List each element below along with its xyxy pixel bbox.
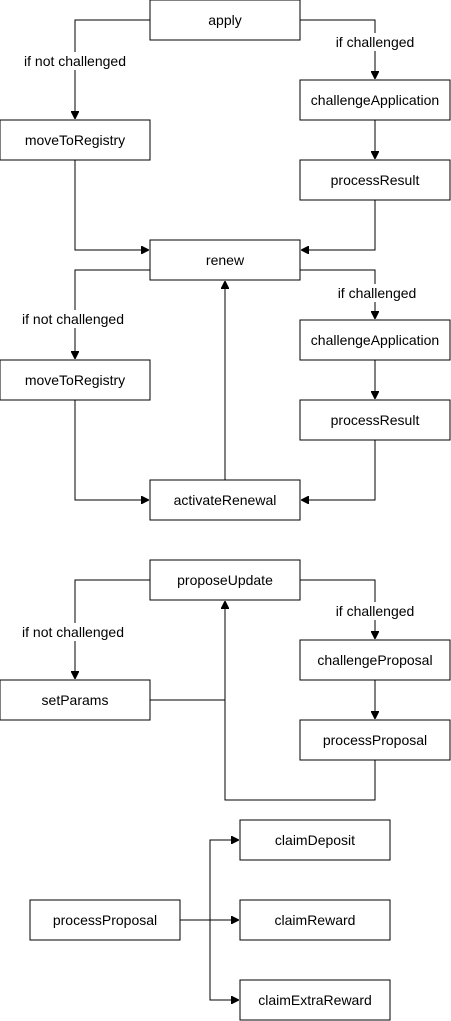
edge-apply-to-move-to-registry bbox=[75, 19, 150, 118]
node-label: processResult bbox=[331, 172, 420, 188]
node-challenge-application-2: challengeApplication bbox=[299, 319, 451, 361]
node-label: processResult bbox=[331, 412, 420, 428]
node-process-proposal-2: processProposal bbox=[29, 899, 181, 941]
node-claim-deposit: claimDeposit bbox=[239, 819, 391, 861]
node-label: proposeUpdate bbox=[177, 572, 273, 588]
node-label: processProposal bbox=[53, 912, 157, 928]
node-label: processProposal bbox=[323, 732, 427, 748]
node-label: claimDeposit bbox=[275, 832, 355, 848]
node-label: challengeApplication bbox=[311, 92, 439, 108]
node-label: moveToRegistry bbox=[25, 372, 125, 388]
node-challenge-application: challengeApplication bbox=[299, 79, 451, 121]
edge-process-proposal-to-claim-deposit bbox=[180, 840, 238, 921]
edge-move-to-registry-to-renew bbox=[74, 160, 148, 250]
node-propose-update: proposeUpdate bbox=[149, 559, 301, 601]
edge-label-group: if not challenged if challenged if not c… bbox=[16, 33, 422, 641]
node-label: challengeProposal bbox=[317, 652, 432, 668]
node-move-to-registry-2: moveToRegistry bbox=[0, 359, 151, 401]
node-renew: renew bbox=[149, 239, 301, 281]
edge-label-if-challenged: if challenged bbox=[336, 34, 415, 50]
node-label: claimReward bbox=[275, 912, 356, 928]
edge-process-result-to-renew bbox=[302, 200, 376, 250]
edge-move-to-registry-to-activate-renewal bbox=[74, 400, 148, 500]
node-process-proposal: processProposal bbox=[299, 719, 451, 761]
node-move-to-registry: moveToRegistry bbox=[0, 119, 151, 161]
node-label: claimExtraReward bbox=[258, 992, 372, 1008]
edge-process-result-to-activate-renewal bbox=[302, 440, 376, 500]
node-label: setParams bbox=[42, 692, 109, 708]
edge-process-proposal-to-propose-update bbox=[224, 700, 376, 801]
node-process-result: processResult bbox=[299, 159, 451, 201]
node-label: apply bbox=[208, 12, 241, 28]
edge-apply-to-challenge-application bbox=[300, 19, 375, 78]
node-label: renew bbox=[206, 252, 245, 268]
edge-label-if-challenged: if challenged bbox=[336, 603, 415, 619]
edge-set-params-to-propose-update bbox=[150, 602, 225, 701]
node-claim-extra-reward: claimExtraReward bbox=[239, 979, 391, 1021]
edge-label-if-challenged: if challenged bbox=[338, 285, 417, 301]
node-label: moveToRegistry bbox=[25, 132, 125, 148]
node-apply: apply bbox=[149, 0, 301, 41]
node-activate-renewal: activateRenewal bbox=[149, 479, 301, 521]
node-process-result-2: processResult bbox=[299, 399, 451, 441]
node-challenge-proposal: challengeProposal bbox=[299, 639, 451, 681]
edge-renew-to-move-to-registry bbox=[75, 269, 150, 358]
node-set-params: setParams bbox=[0, 679, 151, 721]
node-label: activateRenewal bbox=[174, 492, 277, 508]
node-claim-reward: claimReward bbox=[239, 899, 391, 941]
edge-label-if-not-challenged: if not challenged bbox=[24, 53, 126, 69]
node-label: challengeApplication bbox=[311, 332, 439, 348]
edge-label-if-not-challenged: if not challenged bbox=[22, 624, 124, 640]
edge-label-if-not-challenged: if not challenged bbox=[22, 311, 124, 327]
edge-propose-update-to-set-params bbox=[75, 579, 150, 678]
edge-process-proposal-to-claim-extra-reward bbox=[180, 919, 238, 1000]
